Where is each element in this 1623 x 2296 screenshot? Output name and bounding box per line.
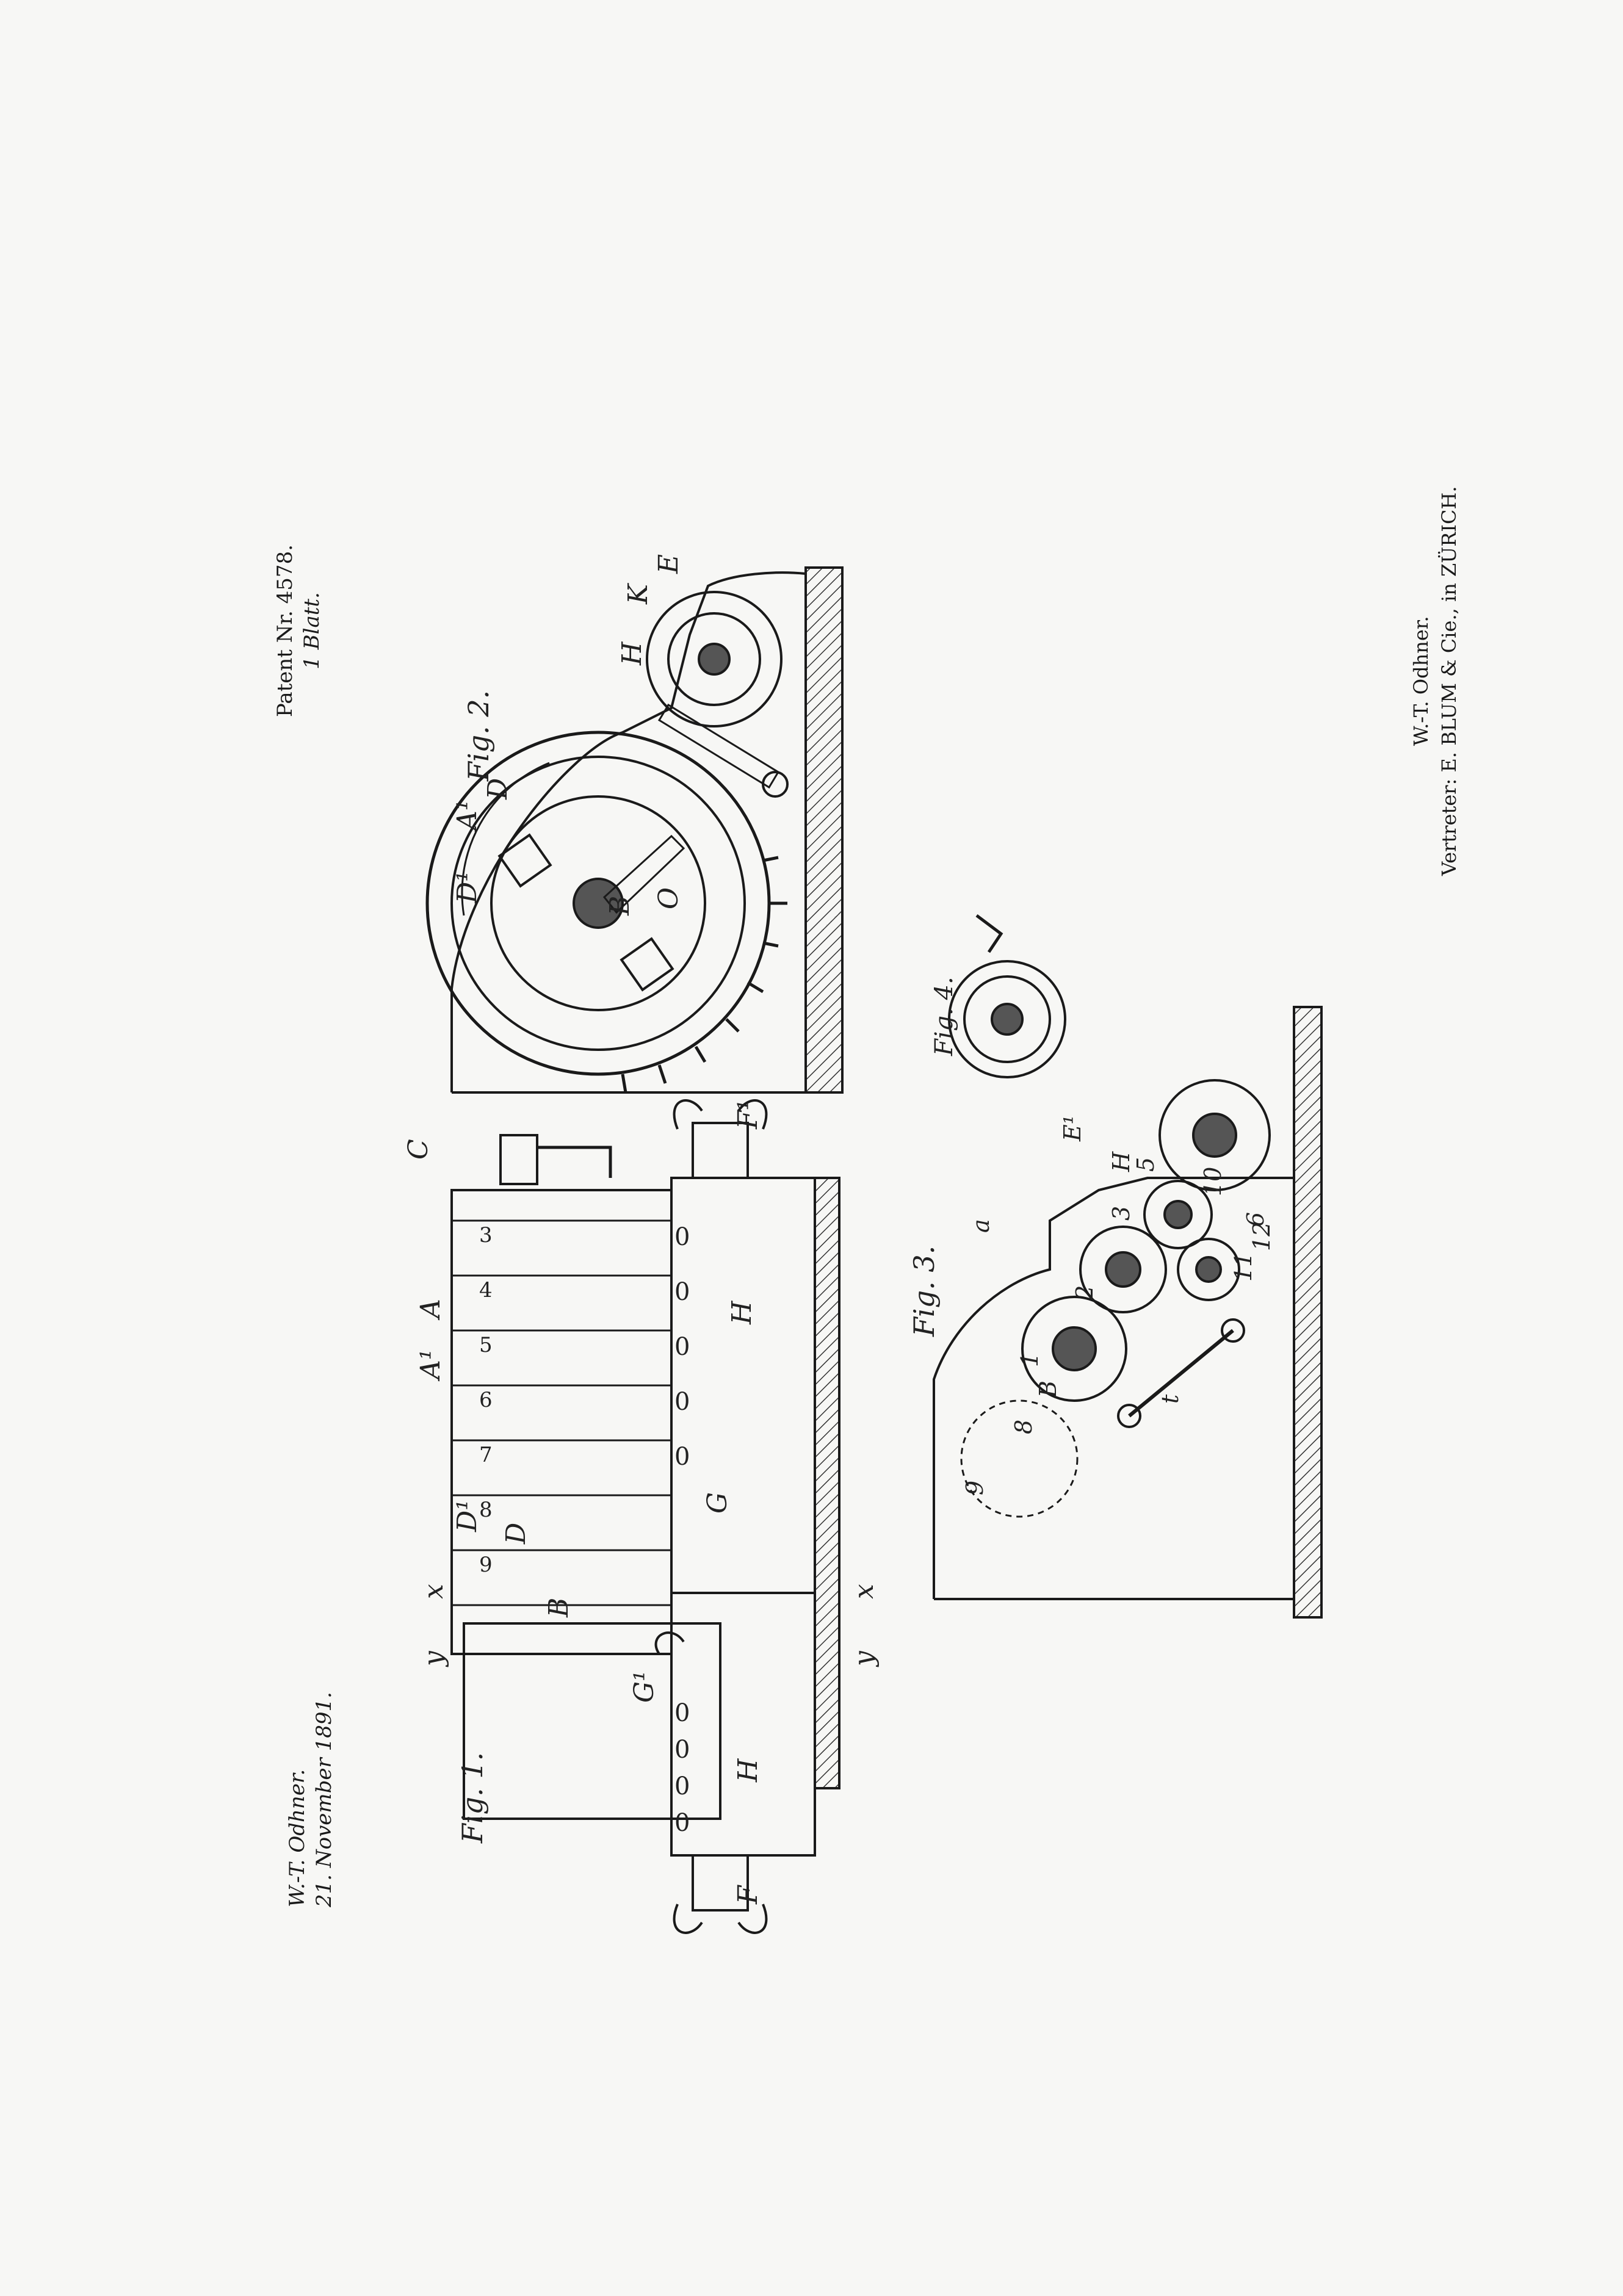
fig3-label-E1: E¹ xyxy=(1059,1115,1086,1142)
fig1-label-G1: G¹ xyxy=(629,1670,660,1703)
fig1-result-digit: 0 xyxy=(674,1278,690,1306)
fig2-label-A1: A¹ xyxy=(452,800,483,832)
fig1-counter-digit: 0 xyxy=(674,1736,690,1764)
fig1-digit-columns: 3 4 5 6 7 8 9 0 0 0 0 0 0 0 0 0 xyxy=(479,1223,690,1837)
fig3-labels: a B 1 2 3 5 6 8 9 10 11 12 E¹ H t xyxy=(961,1115,1275,1495)
fig1-digit: 3 xyxy=(479,1223,493,1247)
fig3-label-9: 9 xyxy=(961,1481,988,1495)
fig3-label-a: a xyxy=(967,1219,994,1233)
fig1-labels: H H G G¹ B D D¹ A A¹ C x x y y F F¹ xyxy=(403,1100,880,1905)
fig3-label-B: B xyxy=(1035,1381,1061,1398)
fig1-label-x: x xyxy=(418,1584,449,1599)
fig2-label-O: O xyxy=(653,887,684,909)
fig2-label-H: H xyxy=(616,641,648,666)
fig2-label-D: D xyxy=(482,778,513,800)
fig3-label-8: 8 xyxy=(1010,1420,1037,1434)
fig1-result-digit: 0 xyxy=(674,1388,690,1416)
fig3-label-3: 3 xyxy=(1108,1206,1135,1221)
fig3-label-2: 2 xyxy=(1071,1285,1098,1301)
fig2-wheel-pins xyxy=(621,856,787,1093)
fig1-digit: 8 xyxy=(479,1498,493,1522)
fig1-label-y: y xyxy=(418,1650,449,1667)
fig3-title: Fig. 3. xyxy=(908,1246,941,1337)
fig1-label-A1: A¹ xyxy=(415,1349,446,1382)
fig3-label-10: 10 xyxy=(1199,1167,1226,1196)
fig1-label-H: H xyxy=(732,1758,764,1783)
fig3-drawing xyxy=(933,1006,1323,1619)
fig1-digit: 6 xyxy=(479,1388,493,1412)
fig1-counter-digit: 0 xyxy=(674,1809,690,1837)
fig2-label-B: B xyxy=(604,896,635,916)
fig1-result-digit: 0 xyxy=(674,1223,690,1251)
fig3-label-H: H xyxy=(1108,1151,1135,1172)
fig1-digit: 5 xyxy=(479,1333,493,1357)
fig2-label-E: E xyxy=(653,554,684,574)
fig1-counter-digit: 0 xyxy=(674,1772,690,1800)
fig1-label-x: x xyxy=(848,1584,880,1599)
fig1-label-F: F xyxy=(732,1885,764,1905)
fig1-label-F1: F¹ xyxy=(732,1100,764,1130)
fig1-drawing xyxy=(450,1099,840,1934)
fig1-digit: 9 xyxy=(479,1553,493,1577)
fig1-counter-digit: 0 xyxy=(674,1699,690,1727)
fig1-label-G: G xyxy=(702,1492,733,1514)
fig2-title: Fig. 2. xyxy=(462,690,495,782)
fig2-label-D1: D¹ xyxy=(452,871,483,904)
fig1-label-y: y xyxy=(848,1650,880,1667)
fig1-label-H: H xyxy=(726,1300,757,1325)
fig1-digit: 4 xyxy=(479,1278,493,1302)
fig3-label-t: t xyxy=(1157,1394,1184,1404)
fig2-drawing xyxy=(425,566,844,1094)
fig3-label-6: 6 xyxy=(1242,1212,1269,1227)
fig1-result-digit: 0 xyxy=(674,1333,690,1361)
fig1-title: Fig. 1. xyxy=(456,1752,489,1844)
fig2-labels: B O D D¹ A¹ K E H xyxy=(452,554,684,916)
fig3-label-11: 11 xyxy=(1230,1252,1257,1282)
fig1-label-D1: D¹ xyxy=(452,1500,483,1532)
fig3-label-12: 12 xyxy=(1248,1222,1275,1251)
fig1-label-C: C xyxy=(403,1139,434,1160)
fig2-label-K: K xyxy=(623,583,654,605)
fig1-rods xyxy=(452,1219,671,1606)
fig4-title: Fig. 4. xyxy=(930,977,958,1056)
fig4-drawing xyxy=(948,914,1066,1078)
fig1-result-digit: 0 xyxy=(674,1443,690,1471)
fig1-label-D: D xyxy=(501,1523,532,1545)
fig3-label-5: 5 xyxy=(1132,1157,1159,1172)
fig1-digit: 7 xyxy=(479,1443,493,1467)
fig3-label-1: 1 xyxy=(1016,1352,1043,1367)
fig1-label-B: B xyxy=(543,1598,574,1618)
fig1-label-A: A xyxy=(415,1299,446,1321)
